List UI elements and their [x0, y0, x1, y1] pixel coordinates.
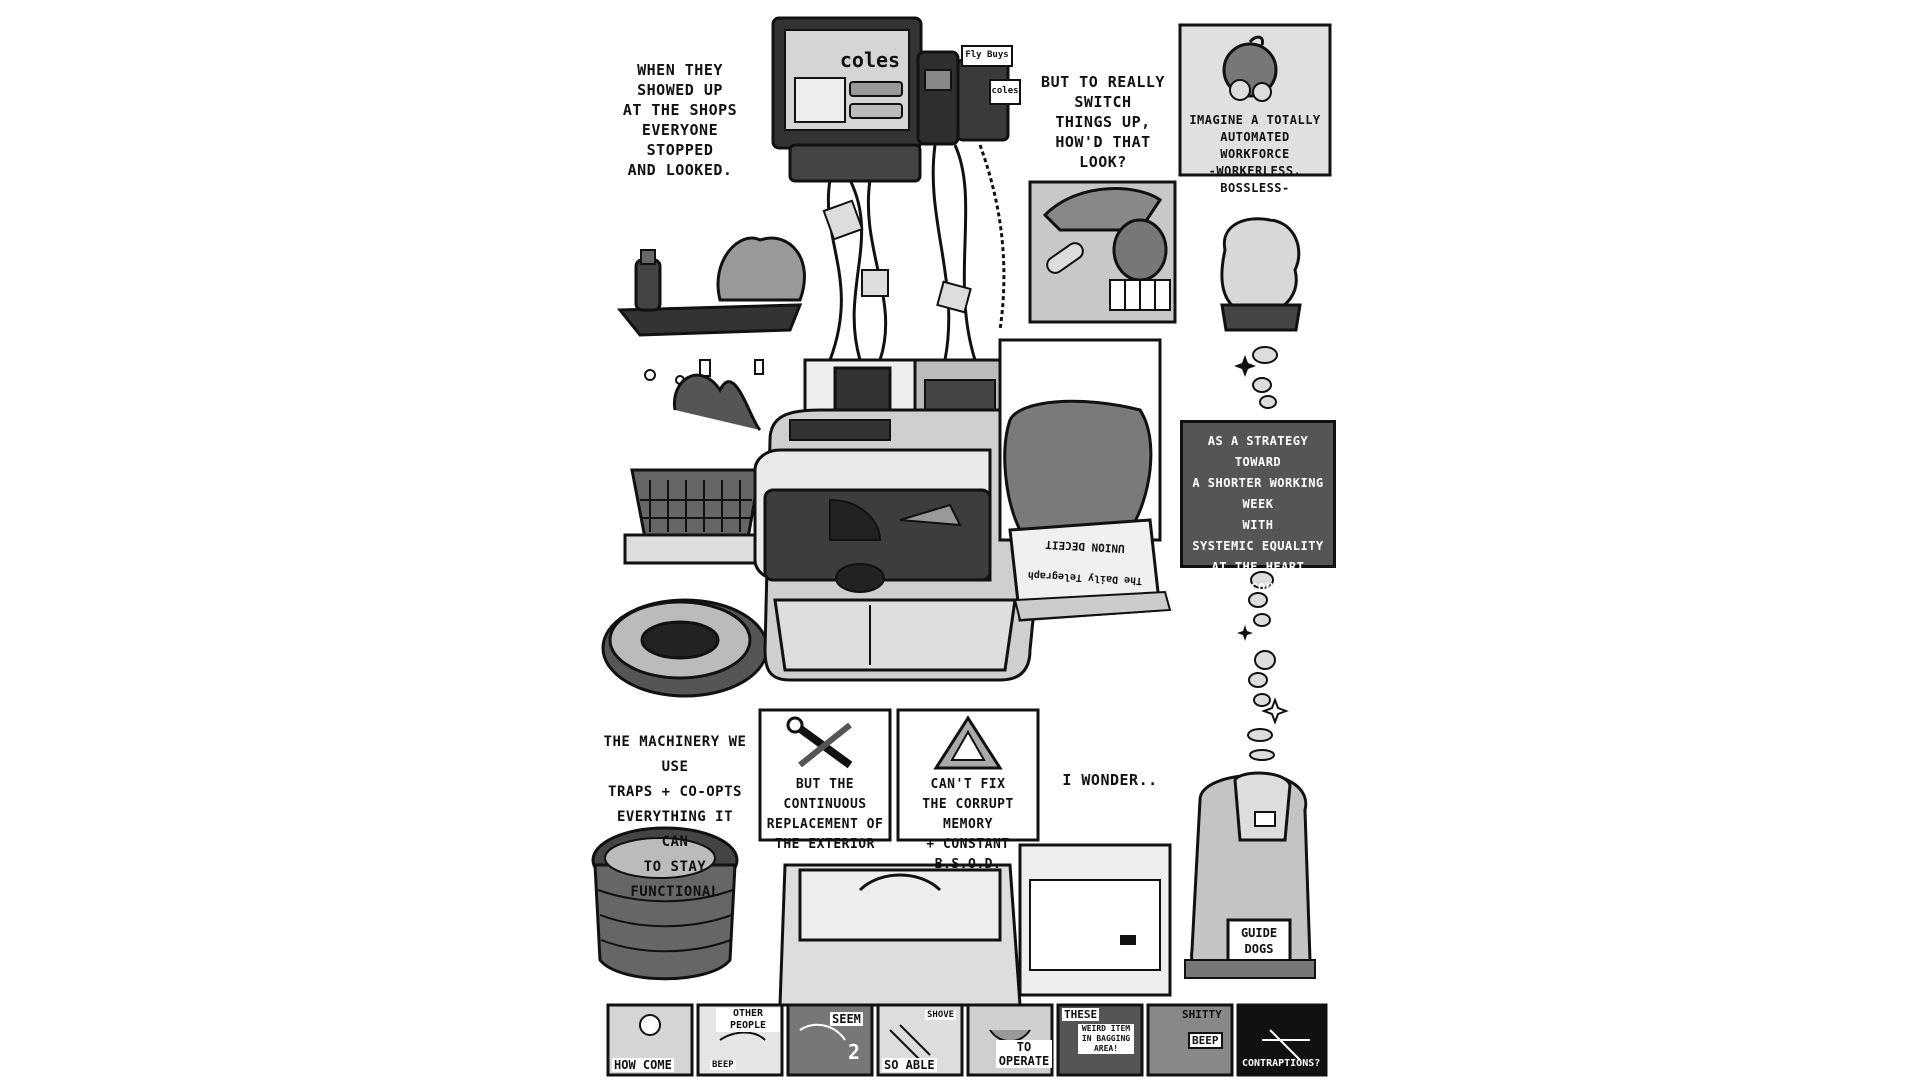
strip-sub-beep: BEEP [710, 1060, 736, 1070]
apple-robot-icon [1222, 35, 1278, 102]
strip-label-contraptions: CONTRAPTIONS? [1242, 1058, 1321, 1069]
caption-line: TRAPS + CO-OPTS [608, 784, 742, 800]
compost-bin [591, 826, 739, 981]
shelf [623, 533, 777, 565]
caption-line: THINGS UP, HOW'D THAT [1055, 113, 1151, 151]
caption-switch-things-up: BUT TO REALLY SWITCH THINGS UP, HOW'D TH… [1028, 72, 1178, 172]
caption-memory: CAN'T FIX THE CORRUPT MEMORY + CONSTANT … [898, 775, 1038, 875]
strip-label-shitty: SHITTY [1182, 1008, 1222, 1021]
plastic-bags [998, 338, 1162, 542]
sparkles [1234, 355, 1289, 725]
caption-strategy: AS A STRATEGY TOWARD A SHORTER WORKING W… [1183, 431, 1333, 599]
strip-label-seem: SEEM [830, 1012, 863, 1026]
guide-dog-head [1220, 217, 1302, 332]
thought-bubbles-bottom [1247, 571, 1276, 761]
caption-line: AS A STRATEGY TOWARD [1207, 434, 1309, 469]
panel-exterior [758, 708, 892, 842]
card-terminal [916, 45, 1021, 146]
caption-line: AUTOMATED WORKFORCE [1220, 130, 1290, 161]
strip-label-other-people: OTHER PEOPLE [716, 1008, 780, 1032]
strip-label-these: THESE [1062, 1008, 1100, 1021]
caption-exterior: BUT THE CONTINUOUS REPLACEMENT OF THE EX… [760, 775, 890, 855]
caption-line: AT THE SHOPS [622, 101, 738, 119]
caption-line: AND LOOKED. [627, 161, 733, 179]
caption-line: EVERYONE STOPPED [641, 121, 719, 159]
caption-wonder: I WONDER.. [1062, 771, 1158, 789]
caption-line: OF ITS CONCERNS. [1196, 581, 1320, 595]
screen-brand: coles [839, 48, 901, 72]
grocery-tray [616, 236, 806, 337]
caption-line: IMAGINE A TOTALLY [1189, 113, 1321, 127]
caption-line: REPLACEMENT OF [766, 817, 884, 832]
strip-label-to-operate: TO OPERATE [996, 1040, 1052, 1068]
strip-sub-shove: SHOVE [925, 1010, 957, 1020]
strip-sub-beep-2: BEEP [1188, 1032, 1223, 1049]
caption-line: + CONSTANT B.S.O.D. [926, 837, 1010, 872]
caption-line: BUT TO REALLY SWITCH [1041, 73, 1165, 111]
caption-line: EVERYTHING IT CAN [616, 809, 734, 850]
bags-tag: Fly Buys [965, 50, 1009, 60]
caption-line: CAN'T FIX [930, 777, 1006, 792]
bagging-area [778, 843, 1172, 1007]
tape-roll [601, 598, 769, 698]
guide-dog-donation-box [1184, 771, 1316, 979]
shopping-basket [630, 373, 762, 540]
caption-line: WHEN THEY SHOWED UP [637, 61, 723, 99]
caption-showed-up: WHEN THEY SHOWED UP AT THE SHOPS EVERYON… [610, 60, 750, 180]
caption-line: A SHORTER WORKING WEEK [1192, 476, 1324, 511]
strip-sub-two: 2 [848, 1040, 861, 1064]
strip-label-so-able: SO ABLE [882, 1058, 937, 1072]
caption-line: BUT THE CONTINUOUS [783, 777, 867, 812]
sign-line: GUIDE [1240, 926, 1278, 940]
caption-line: THE EXTERIOR [775, 837, 875, 852]
tools-icon [786, 716, 853, 769]
strip-label-how-come: HOW COME [612, 1058, 674, 1072]
strip-sub-weird-item: WEIRD ITEM IN BAGGING AREA! [1078, 1024, 1134, 1054]
caption-machinery: THE MACHINERY WE USE TRAPS + CO-OPTS EVE… [600, 730, 750, 905]
caption-line: SYSTEMIC EQUALITY [1192, 539, 1324, 553]
caption-line: THE CORRUPT MEMORY [922, 797, 1014, 832]
caption-line: TO STAY FUNCTIONAL [630, 859, 720, 900]
checkout-screen [771, 16, 923, 183]
caption-line: AT THE HEART [1211, 560, 1305, 574]
caption-line: LOOK? [1079, 153, 1127, 171]
card-tag: coles [991, 86, 1019, 96]
strategy-box: AS A STRATEGY TOWARD A SHORTER WORKING W… [1180, 420, 1336, 595]
sign-line: DOGS [1244, 942, 1274, 956]
guide-dogs-sign: GUIDE DOGS [1228, 925, 1290, 957]
warning-icon [933, 715, 1003, 770]
caption-line: WITH [1242, 518, 1274, 532]
caption-automated-workforce: IMAGINE A TOTALLY AUTOMATED WORKFORCE -W… [1182, 112, 1328, 197]
caption-line: -WORKERLESS, BOSSLESS- [1208, 164, 1302, 195]
newspaper-stack [1008, 518, 1172, 622]
caption-line: THE MACHINERY WE USE [603, 734, 747, 775]
bottom-strip-doodles [639, 1014, 1310, 1061]
self-checkout-machine [753, 358, 1052, 682]
thought-bubbles-top [1252, 346, 1278, 409]
scanner-panel [1028, 180, 1177, 324]
